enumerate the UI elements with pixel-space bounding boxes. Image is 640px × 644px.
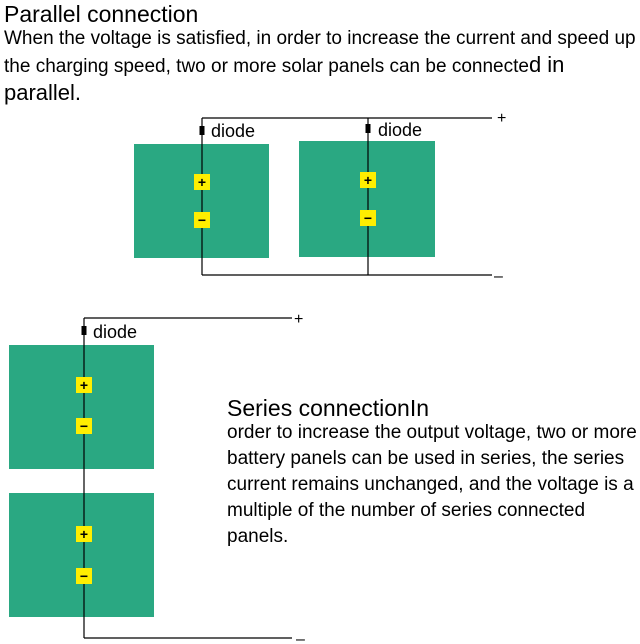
panel-3-positive-terminal-sign: + (80, 377, 88, 393)
panel-2-positive-terminal (360, 172, 376, 188)
panel-4-negative-terminal (76, 568, 92, 584)
parallel-description-tail: d in parallel. (4, 52, 565, 105)
panel-3-positive-terminal (76, 377, 92, 393)
panel-3-negative-terminal (76, 418, 92, 434)
diode-symbol-3 (81, 326, 87, 335)
diode-symbol-2 (365, 124, 371, 133)
panel-1-negative-terminal-sign: − (198, 212, 206, 228)
parallel-description: When the voltage is satisfied, in order … (4, 26, 640, 108)
solar-panel-4 (9, 493, 154, 617)
panel-1-positive-terminal (194, 174, 210, 190)
panel-4-negative-terminal-sign: − (80, 568, 88, 584)
series-description: order to increase the output voltage, tw… (227, 422, 637, 547)
panel-1-positive-terminal-sign: + (198, 174, 206, 190)
parallel-title: Parallel connection (4, 1, 199, 27)
panel-4-positive-terminal-sign: + (80, 526, 88, 542)
solar-panel-2 (299, 141, 435, 257)
solar-panel-3 (9, 345, 154, 469)
series-negative-sign: – (296, 631, 305, 644)
series-diagram: + – diode + − + − (9, 311, 305, 644)
panel-2-negative-terminal (360, 210, 376, 226)
panel-4-positive-terminal (76, 526, 92, 542)
series-positive-sign: + (294, 311, 303, 328)
diode-symbol-1 (199, 126, 205, 135)
parallel-positive-sign: + (497, 110, 506, 127)
diode-label-3: diode (93, 322, 137, 342)
series-title: Series connectionIn (227, 395, 430, 421)
panel-2-negative-terminal-sign: − (364, 210, 372, 226)
diode-label-1: diode (211, 121, 255, 141)
parallel-diagram: + – diode diode + − + − (134, 110, 506, 285)
panel-3-negative-terminal-sign: − (80, 418, 88, 434)
diode-label-2: diode (378, 120, 422, 140)
panel-2-positive-terminal-sign: + (364, 172, 372, 188)
parallel-description-main: When the voltage is satisfied, in order … (4, 28, 636, 77)
panel-1-negative-terminal (194, 212, 210, 228)
parallel-negative-sign: – (494, 268, 503, 285)
